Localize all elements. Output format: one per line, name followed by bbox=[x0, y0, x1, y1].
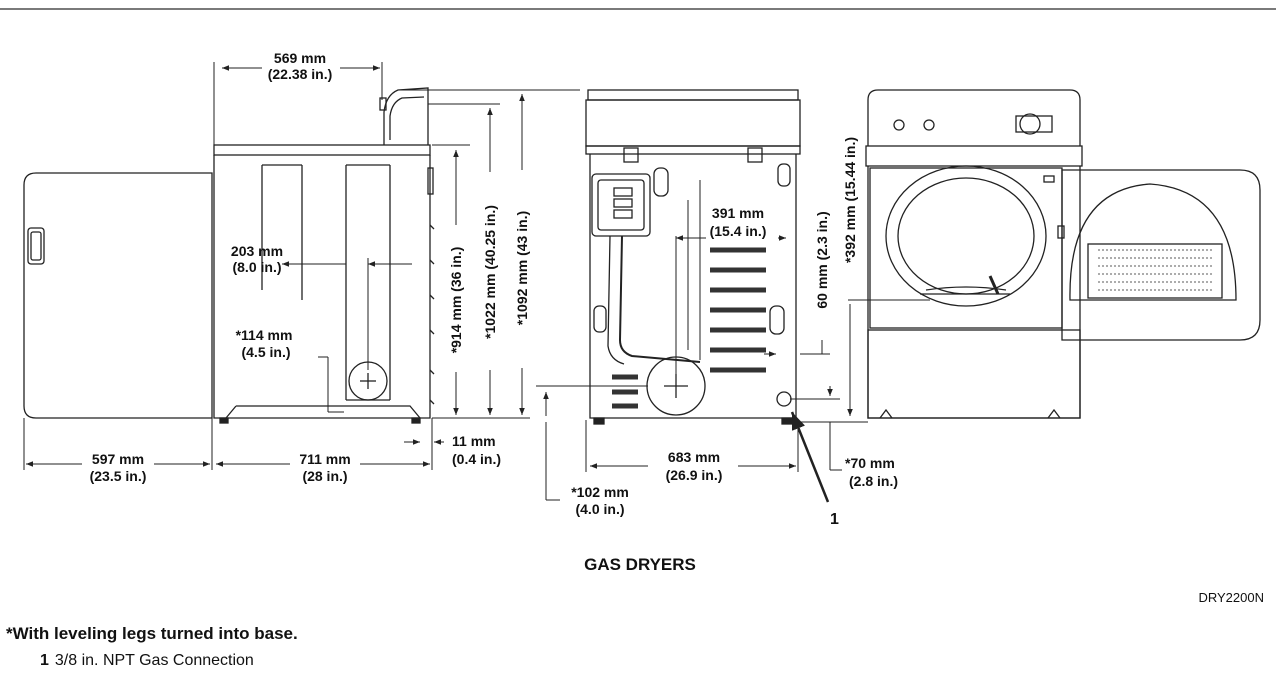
dim-914: *914 mm (36 in.) bbox=[448, 247, 464, 354]
dim-1022: *1022 mm (40.25 in.) bbox=[482, 205, 498, 339]
dim-391-in: (15.4 in.) bbox=[710, 223, 767, 239]
dim-70-mm: *70 mm bbox=[845, 455, 895, 471]
dim-203-mm: 203 mm bbox=[231, 243, 283, 259]
dim-597-mm: 597 mm bbox=[92, 451, 144, 467]
dim-683-in: (26.9 in.) bbox=[666, 467, 723, 483]
dim-11-mm: 11 mm bbox=[452, 433, 496, 449]
dim-683-mm: 683 mm bbox=[668, 449, 720, 465]
dim-711-mm: 711 mm bbox=[299, 451, 350, 467]
dim-1092: *1092 mm (43 in.) bbox=[514, 211, 530, 325]
side-door-open bbox=[23, 172, 213, 419]
dim-391-mm: 391 mm bbox=[712, 205, 764, 221]
legend: 1 3/8 in. NPT Gas Connection bbox=[40, 652, 254, 670]
front-view-dryer bbox=[865, 89, 1261, 419]
legend-text: 3/8 in. NPT Gas Connection bbox=[54, 652, 254, 669]
dim-569-in: (22.38 in.) bbox=[268, 66, 333, 82]
dim-114-in: (4.5 in.) bbox=[241, 344, 290, 360]
diagram-title: GAS DRYERS bbox=[584, 555, 696, 574]
legend-number: 1 bbox=[40, 652, 49, 669]
dim-102-mm: *102 mm bbox=[571, 484, 629, 500]
dimension-labels: 569 mm (22.38 in.) 203 mm (8.0 in.) *114… bbox=[90, 50, 898, 528]
footnote: *With leveling legs turned into base. bbox=[6, 624, 298, 643]
rear-view-dryer bbox=[585, 89, 801, 425]
dim-392: *392 mm (15.44 in.) bbox=[842, 137, 858, 263]
drawing-code: DRY2200N bbox=[1198, 590, 1264, 605]
dim-114-mm: *114 mm bbox=[236, 327, 293, 343]
dim-11-in: (0.4 in.) bbox=[452, 451, 501, 467]
dim-102-in: (4.0 in.) bbox=[575, 501, 624, 517]
gas-connection-callout: 1 bbox=[830, 511, 839, 528]
dim-569-mm: 569 mm bbox=[274, 50, 326, 66]
top-border bbox=[0, 0, 1276, 10]
dimension-lines bbox=[23, 62, 930, 503]
side-view-dryer bbox=[213, 87, 435, 424]
dim-203-in: (8.0 in.) bbox=[232, 259, 281, 275]
dim-711-in: (28 in.) bbox=[302, 468, 347, 484]
dim-597-in: (23.5 in.) bbox=[90, 468, 147, 484]
dim-70-in: (2.8 in.) bbox=[849, 473, 898, 489]
dim-60: 60 mm (2.3 in.) bbox=[814, 211, 830, 308]
